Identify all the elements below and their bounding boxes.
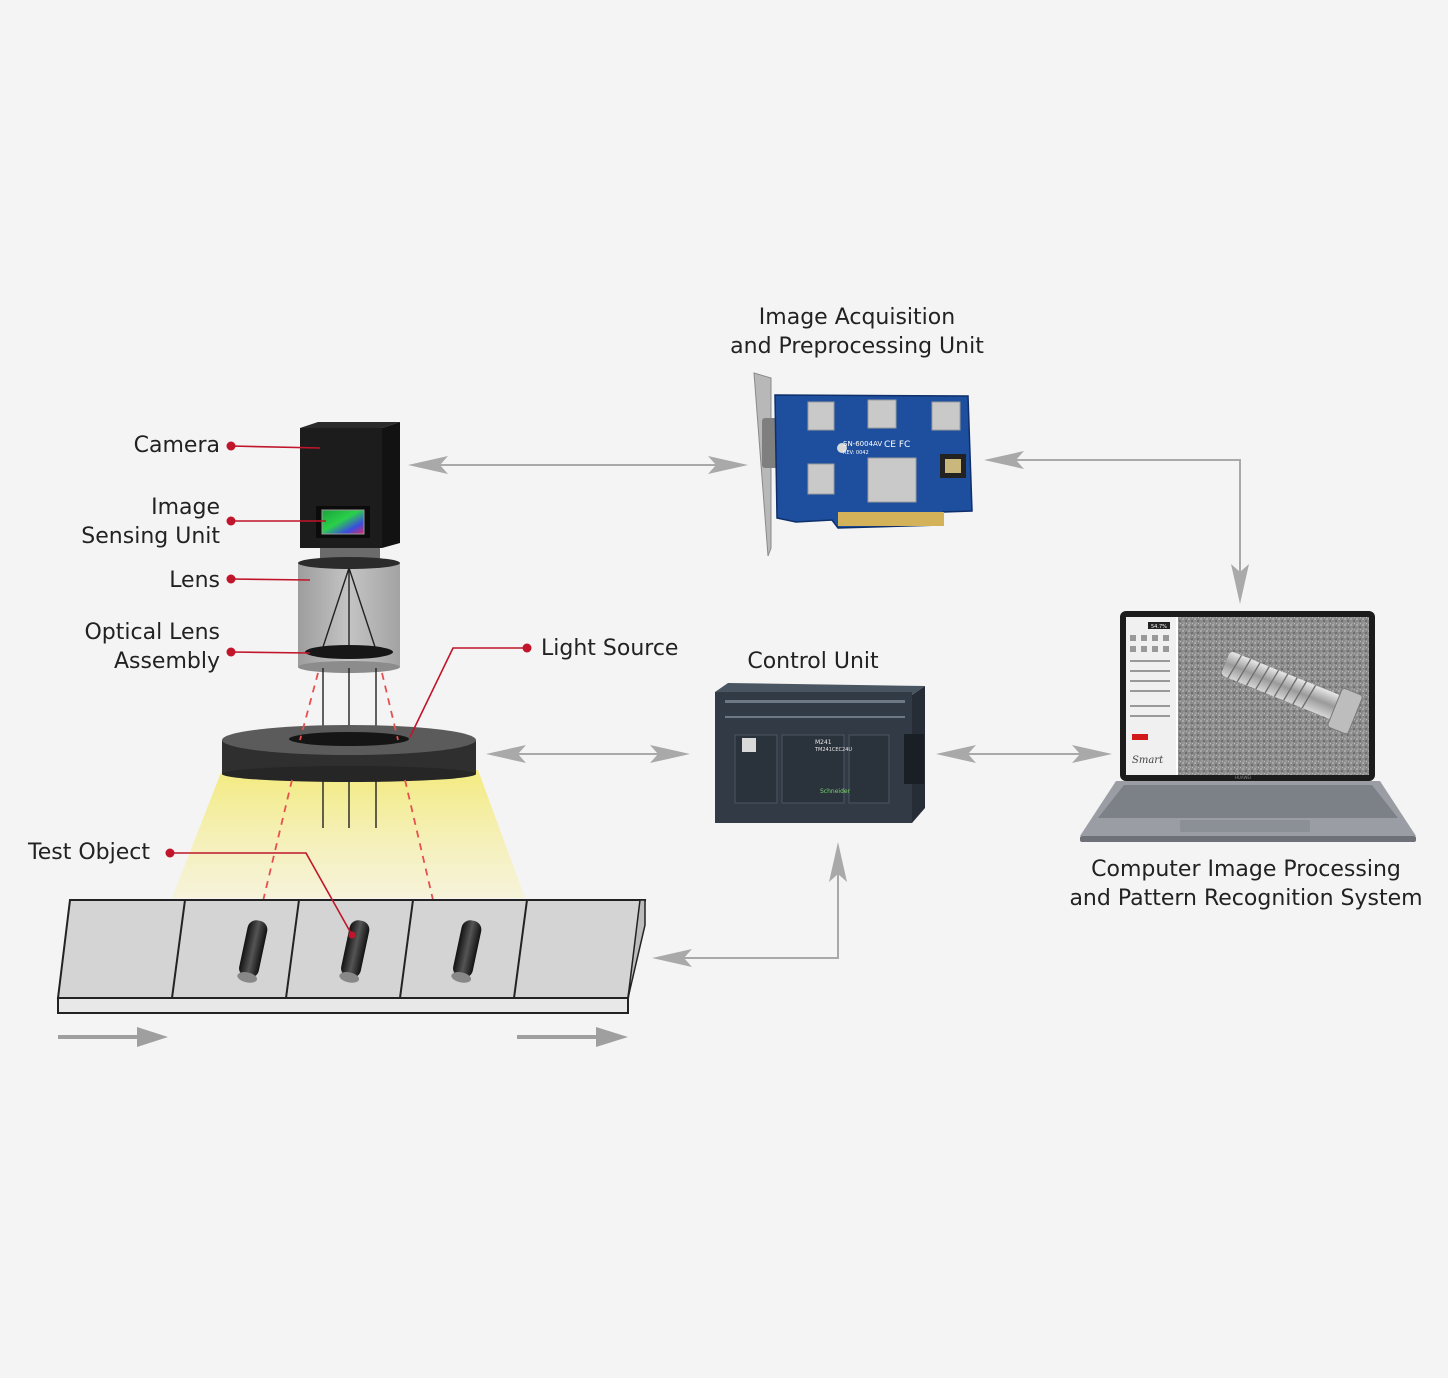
card-cert-text: CE FC bbox=[884, 440, 910, 450]
control-unit-label: Control Unit bbox=[747, 649, 879, 674]
plc-model-text: M241 bbox=[815, 739, 832, 746]
bolt-image bbox=[1221, 652, 1363, 735]
acquisition-unit-label: Image Acquisition and Preprocessing Unit bbox=[697, 303, 1017, 361]
arrowheads bbox=[408, 451, 1249, 967]
image-sensing-unit-label-line1: Image bbox=[151, 495, 220, 520]
card-rev-text: REV: 0042 bbox=[843, 450, 869, 456]
connection-arrows bbox=[425, 459, 1241, 959]
computer-system-label-line1: Computer Image Processing bbox=[1091, 857, 1401, 882]
control-unit-plc: M241 TM241CEC24U Schneider bbox=[715, 683, 925, 823]
test-object-rod bbox=[451, 920, 482, 983]
optical-lens-element bbox=[305, 645, 393, 659]
acquisition-unit-label-line1: Image Acquisition bbox=[758, 305, 956, 330]
test-object-rod bbox=[237, 920, 268, 983]
ring-light bbox=[222, 725, 476, 782]
acquisition-unit-label-line2: and Preprocessing Unit bbox=[730, 334, 984, 359]
computer-system-label: Computer Image Processing and Pattern Re… bbox=[1050, 855, 1442, 913]
acquisition-card: SN-6004AV REV: 0042 CE FC bbox=[753, 372, 973, 557]
conveyor-direction-arrow bbox=[517, 1027, 628, 1047]
laptop-zoom-text: 54.7% bbox=[1151, 624, 1167, 630]
light-beam bbox=[172, 770, 525, 898]
plc-part-text: TM241CEC24U bbox=[814, 747, 852, 753]
callout-lines bbox=[170, 445, 527, 936]
light-source-label: Light Source bbox=[541, 636, 679, 661]
image-sensing-unit-label-line2: Sensing Unit bbox=[81, 524, 220, 549]
test-object-label: Test Object bbox=[28, 840, 150, 865]
optical-lens-assembly-label: Optical Lens Assembly bbox=[30, 618, 220, 676]
camera-label: Camera bbox=[133, 433, 220, 458]
computer-system-label-line2: and Pattern Recognition System bbox=[1069, 886, 1423, 911]
image-sensing-unit-label: Image Sensing Unit bbox=[40, 493, 220, 551]
laptop-watermark-text: Smart bbox=[1132, 755, 1164, 766]
optical-lens-assembly-label-line1: Optical Lens bbox=[84, 620, 220, 645]
callout-dots bbox=[165, 441, 532, 939]
card-model-text: SN-6004AV bbox=[843, 440, 882, 448]
lens-label: Lens bbox=[169, 568, 220, 593]
conveyor-direction-arrow bbox=[58, 1027, 168, 1047]
laptop-brand-text: HUAWEI bbox=[1235, 775, 1251, 780]
image-sensor-chip bbox=[316, 506, 370, 538]
optical-lens-assembly-label-line2: Assembly bbox=[113, 649, 220, 674]
laptop: 54.7% Smart HUAWEI bbox=[1080, 611, 1416, 842]
plc-brand-text: Schneider bbox=[820, 788, 851, 795]
test-object-rod bbox=[339, 920, 370, 983]
light-rays bbox=[257, 672, 441, 931]
camera-mount-ring bbox=[320, 548, 380, 560]
